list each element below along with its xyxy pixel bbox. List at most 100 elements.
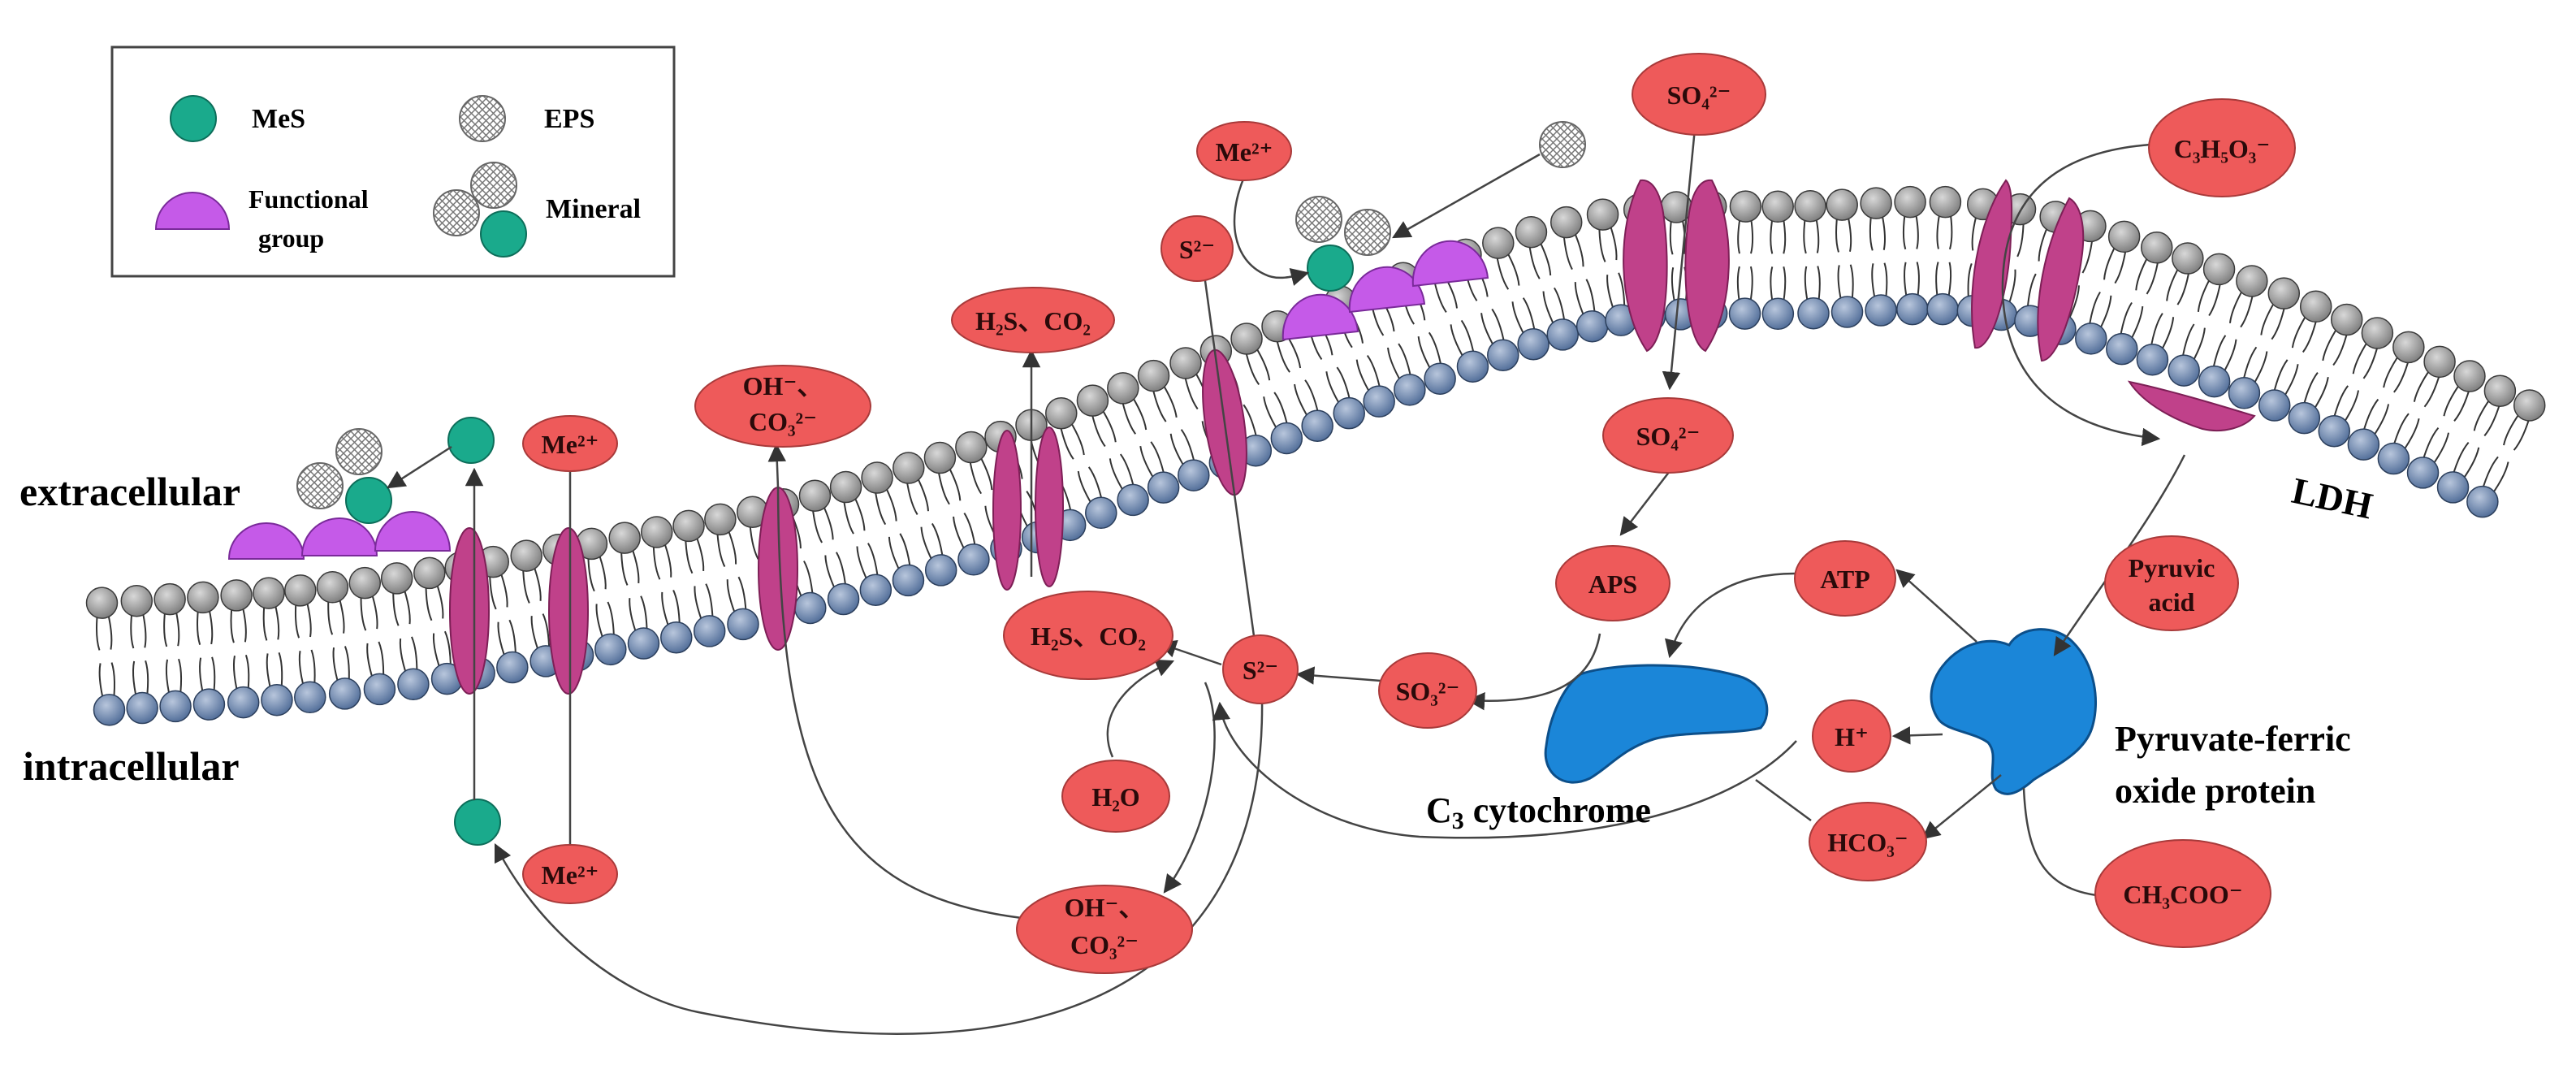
oh-co3-out-line2: CO₃²⁻ <box>749 407 817 436</box>
lipid-head <box>413 556 446 590</box>
lipid-head <box>1137 359 1170 392</box>
lipid-head <box>284 574 317 607</box>
proton-return-arrow <box>1212 701 1797 839</box>
lipid-head <box>859 574 893 607</box>
lipid-head <box>1147 471 1180 504</box>
mineral-legend-icon <box>433 162 527 258</box>
s2-top-label: S²⁻ <box>1179 235 1215 264</box>
pyruvate-to-proton-arrow <box>1891 726 1943 745</box>
lipid-head <box>1896 292 1929 326</box>
lipid-head <box>1794 189 1826 223</box>
mes-legend-icon <box>170 95 217 142</box>
lipid-head <box>348 566 382 600</box>
sulfate-node <box>1602 397 1734 474</box>
oh-co3-out-line1: OH⁻、 <box>743 371 823 400</box>
lipid-head <box>510 539 542 572</box>
lipid-head <box>227 686 260 719</box>
h2o-label: H₂O <box>1091 782 1139 812</box>
lipid-head <box>1178 459 1210 491</box>
top-mineral-cluster <box>1282 121 1586 341</box>
lactate-channel-right <box>2037 197 2085 362</box>
lipid-head <box>2107 220 2141 253</box>
mes-particle <box>447 417 495 464</box>
lipid-head <box>1546 318 1579 351</box>
atp-to-cytochrome-arrow <box>1665 572 1796 659</box>
aps-node <box>1555 545 1671 621</box>
hydroxide-carbonate-node <box>694 365 871 448</box>
pyruvic-line2: acid <box>2149 587 2195 617</box>
legend-mes-label: MeS <box>252 104 305 134</box>
c3-cytochrome-label: C3 cytochrome <box>1426 790 1651 834</box>
metal-ion-node <box>1196 121 1292 181</box>
lipid-head <box>1363 385 1395 418</box>
lipid-head <box>187 581 219 614</box>
eps-particle <box>335 428 383 475</box>
sulfate-channel-right <box>1684 179 1730 353</box>
sulfide-node <box>1160 215 1234 282</box>
lipid-head <box>2423 345 2456 379</box>
lipid-head <box>1586 198 1619 231</box>
lipid-head <box>2106 332 2138 366</box>
lipid-head <box>2377 442 2410 475</box>
lipid-head <box>794 591 827 625</box>
mes-particle <box>454 799 501 846</box>
oh-co3-in-line1: OH⁻、 <box>1065 893 1145 922</box>
lipid-head <box>2202 253 2236 286</box>
lipid-head <box>1045 396 1078 430</box>
chemical-species: Me²⁺ Me²⁺ OH⁻、 CO₃²⁻ H₂S、CO₂ Me²⁺ S²⁻ SO… <box>522 53 2296 974</box>
atp-node <box>1794 540 1896 617</box>
metal-sulfide-formation-arrow <box>1233 176 1310 286</box>
bicarbonate-node <box>1809 802 1927 881</box>
lipid-head <box>892 564 925 597</box>
lipid-head <box>2436 471 2470 504</box>
acetate-node <box>2094 839 2271 948</box>
metal-ion-node <box>522 844 618 904</box>
lipid-head <box>1517 328 1549 361</box>
lipid-head <box>627 627 660 660</box>
lipid-head <box>1076 384 1109 417</box>
pyruvate-protein-label-line1: Pyruvate-ferric <box>2115 719 2351 759</box>
lipid-head <box>1085 496 1117 530</box>
cytochrome-link-line <box>1755 778 1812 822</box>
legend-box <box>110 45 676 278</box>
so4-in-label: SO₄²⁻ <box>1636 422 1701 451</box>
left-mineral-cluster <box>227 417 501 846</box>
lipid-head <box>1761 190 1794 223</box>
eps-particle <box>1344 209 1391 256</box>
lipid-head <box>316 571 349 604</box>
eps-legend-icon <box>459 95 506 142</box>
lipid-head <box>1894 185 1926 219</box>
ldh-label: LDH <box>2289 470 2376 527</box>
lipid-head <box>2288 401 2321 435</box>
lipid-head <box>1482 227 1515 259</box>
lipid-head <box>363 673 396 706</box>
me2-in-left-label: Me²⁺ <box>542 860 599 890</box>
lactate-channel-left <box>1971 179 2013 349</box>
eps-binding-arrow <box>1392 153 1541 239</box>
lipid-head <box>1729 190 1762 223</box>
c3-cytochrome-enzyme <box>1544 664 1769 784</box>
lipid-head <box>829 470 862 504</box>
lipid-head <box>798 479 832 513</box>
h2s-co2-node <box>1003 591 1173 680</box>
acetate-label: CH₃COO⁻ <box>2123 880 2242 909</box>
lipid-head <box>1107 372 1139 405</box>
sulfate-channel-left <box>1623 179 1668 353</box>
lipid-head <box>2406 457 2440 489</box>
lipid-head <box>2392 331 2425 364</box>
lipid-head <box>594 633 627 666</box>
aps-label: APS <box>1588 569 1637 599</box>
functional-group <box>1411 240 1489 288</box>
lipid-head <box>924 554 957 587</box>
eps-particle <box>296 462 344 509</box>
lipid-head <box>1270 422 1303 455</box>
lipid-head <box>380 562 413 595</box>
so3-label: SO₃²⁻ <box>1396 677 1460 706</box>
hco3-label: HCO₃⁻ <box>1827 828 1908 857</box>
lipid-head <box>192 688 226 721</box>
lipid-head <box>2453 360 2486 392</box>
lipid-head <box>1424 362 1456 395</box>
lipid-head <box>2361 317 2394 349</box>
pyruvate-to-acetate-arrow <box>2022 787 2116 906</box>
